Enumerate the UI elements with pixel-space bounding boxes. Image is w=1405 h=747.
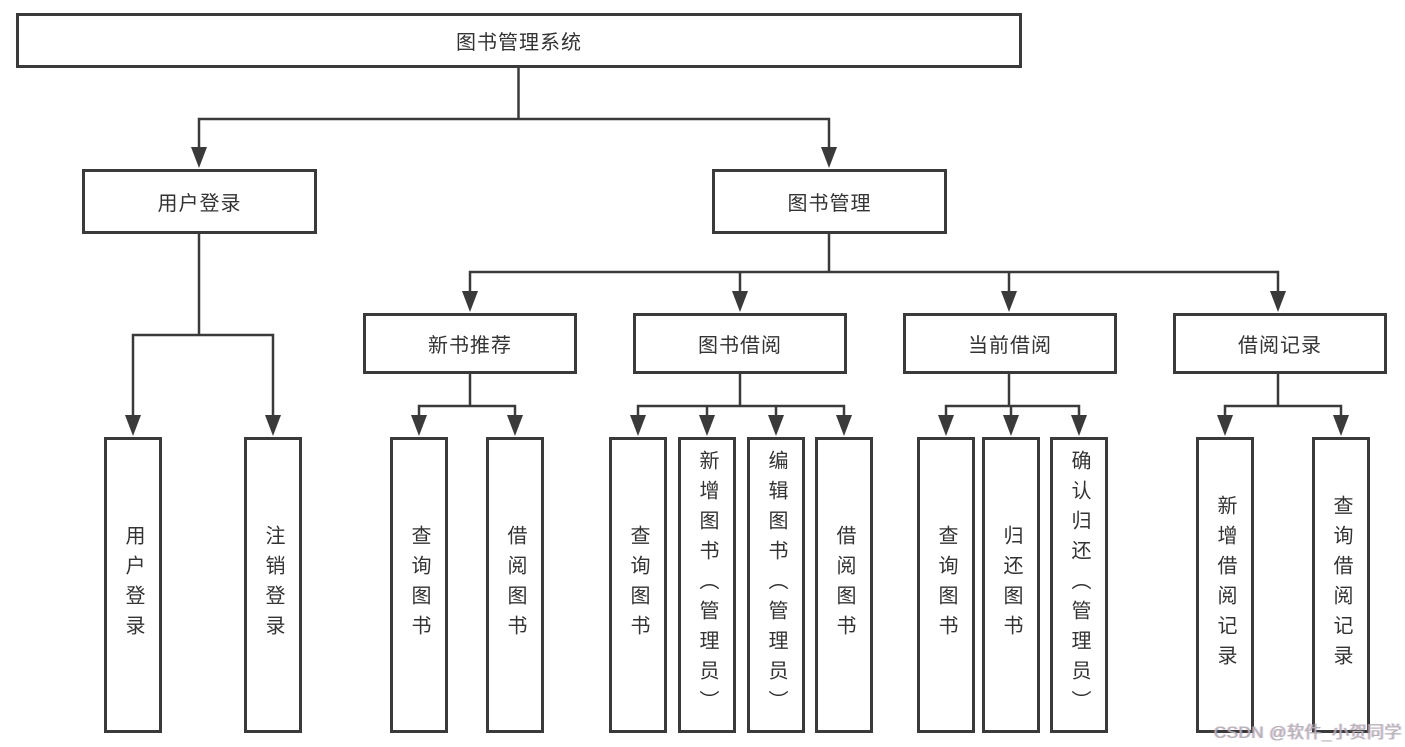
node-label: 借阅记录 — [1238, 335, 1322, 357]
node-label: 借阅图书 — [504, 525, 526, 645]
node-label: 图书管理系统 — [456, 32, 582, 54]
leaf-edit-books-admin: 编辑图书（管理员） — [747, 437, 805, 733]
node-label: 查询图书 — [627, 525, 649, 645]
node-label: 图书管理 — [787, 193, 872, 215]
leaf-borrow-books: 借阅图书 — [815, 437, 873, 733]
node-label: 确认归还（管理员） — [1068, 450, 1090, 720]
node-library-management-system: 图书管理系统 — [16, 13, 1022, 68]
leaf-confirm-return-admin: 确认归还（管理员） — [1050, 437, 1108, 733]
node-label: 新增图书（管理员） — [696, 450, 718, 720]
leaf-user-login: 用户登录 — [104, 437, 162, 733]
node-label: 借阅图书 — [833, 525, 855, 645]
node-label: 图书借阅 — [698, 335, 782, 357]
leaf-logout: 注销登录 — [244, 437, 302, 733]
leaf-borrow-query-books: 查询图书 — [609, 437, 667, 733]
node-label: 用户登录 — [157, 193, 242, 215]
leaf-newbook-borrow-books: 借阅图书 — [486, 437, 544, 733]
leaf-return-books: 归还图书 — [982, 437, 1040, 733]
node-user-login-branch: 用户登录 — [82, 169, 317, 234]
node-label: 查询借阅记录 — [1330, 495, 1352, 675]
node-book-borrowing: 图书借阅 — [633, 313, 847, 374]
leaf-query-borrow-record: 查询借阅记录 — [1312, 437, 1370, 733]
leaf-current-query-books: 查询图书 — [917, 437, 975, 733]
node-label: 注销登录 — [262, 525, 284, 645]
node-label: 用户登录 — [122, 525, 144, 645]
node-label: 查询图书 — [408, 525, 430, 645]
node-book-management-branch: 图书管理 — [712, 169, 947, 234]
node-label: 新增借阅记录 — [1214, 495, 1236, 675]
leaf-add-borrow-record: 新增借阅记录 — [1196, 437, 1254, 733]
node-label: 归还图书 — [1000, 525, 1022, 645]
node-label: 查询图书 — [935, 525, 957, 645]
node-label: 编辑图书（管理员） — [765, 450, 787, 720]
node-borrowing-records: 借阅记录 — [1173, 313, 1387, 374]
node-label: 新书推荐 — [428, 335, 512, 357]
watermark: CSDN @软件_小贺同学 — [1213, 723, 1402, 742]
node-new-book-recommend: 新书推荐 — [363, 313, 577, 374]
node-current-borrowing: 当前借阅 — [903, 313, 1117, 374]
leaf-add-books-admin: 新增图书（管理员） — [678, 437, 736, 733]
leaf-newbook-query-books: 查询图书 — [390, 437, 448, 733]
node-label: 当前借阅 — [968, 335, 1052, 357]
